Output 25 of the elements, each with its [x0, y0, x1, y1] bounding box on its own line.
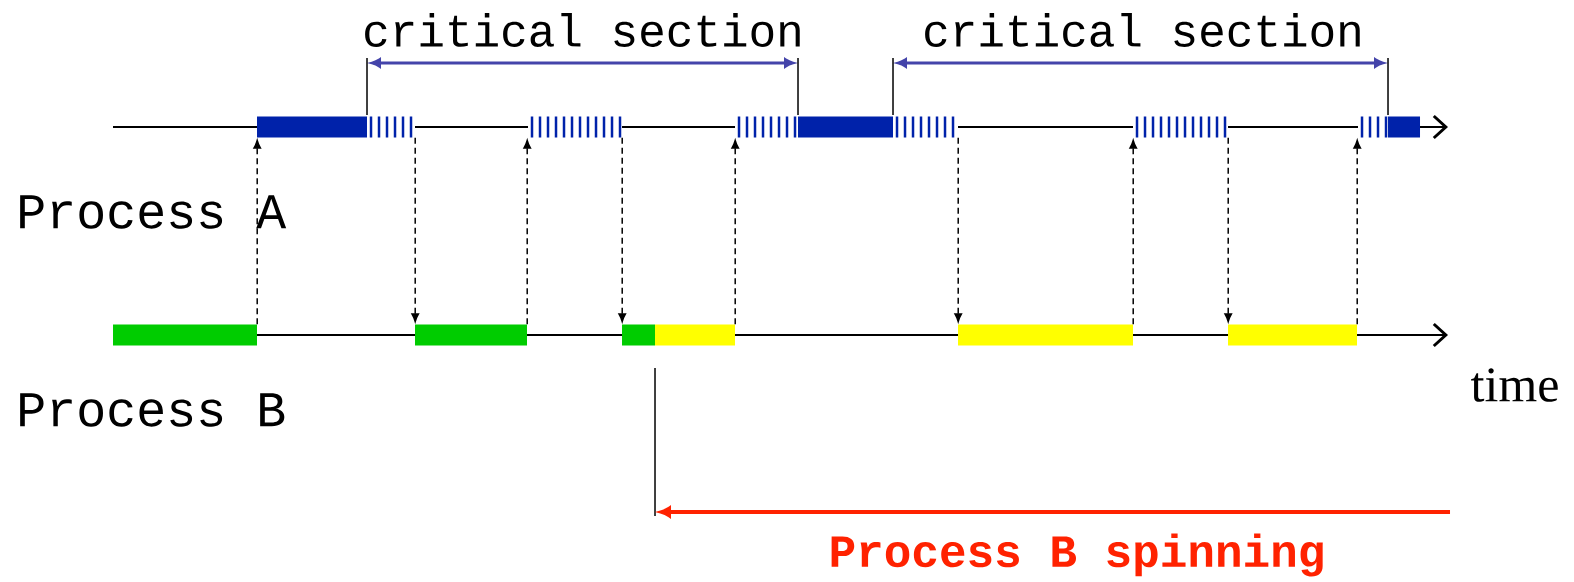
time-bar	[1133, 116, 1228, 138]
context-switch-arrow	[411, 136, 420, 323]
context-switch-arrow	[1129, 139, 1138, 326]
context-switch-arrow	[253, 139, 262, 326]
time-bar	[1358, 116, 1420, 138]
spinning-label: Process B spinning	[831, 533, 1323, 577]
time-bar	[528, 116, 622, 138]
time-bar	[958, 324, 1133, 346]
time-bar	[622, 324, 735, 346]
context-switch-arrow	[618, 136, 627, 323]
critical-section-label: critical section	[925, 13, 1360, 47]
context-switch-arrow	[954, 136, 963, 323]
context-switch-arrow	[1224, 136, 1233, 323]
time-bar	[113, 324, 257, 346]
time-bar	[415, 324, 527, 346]
axis-label: time	[1471, 368, 1558, 402]
process-label: Process B	[20, 393, 285, 427]
critical-section-label: critical section	[365, 13, 800, 47]
process-label: Process A	[20, 195, 287, 229]
time-bar	[735, 116, 958, 138]
context-switch-arrow	[1353, 139, 1362, 326]
time-bar	[1228, 324, 1357, 346]
time-bar	[257, 116, 415, 138]
context-switch-arrow	[523, 139, 532, 326]
context-switch-arrow	[731, 139, 740, 326]
